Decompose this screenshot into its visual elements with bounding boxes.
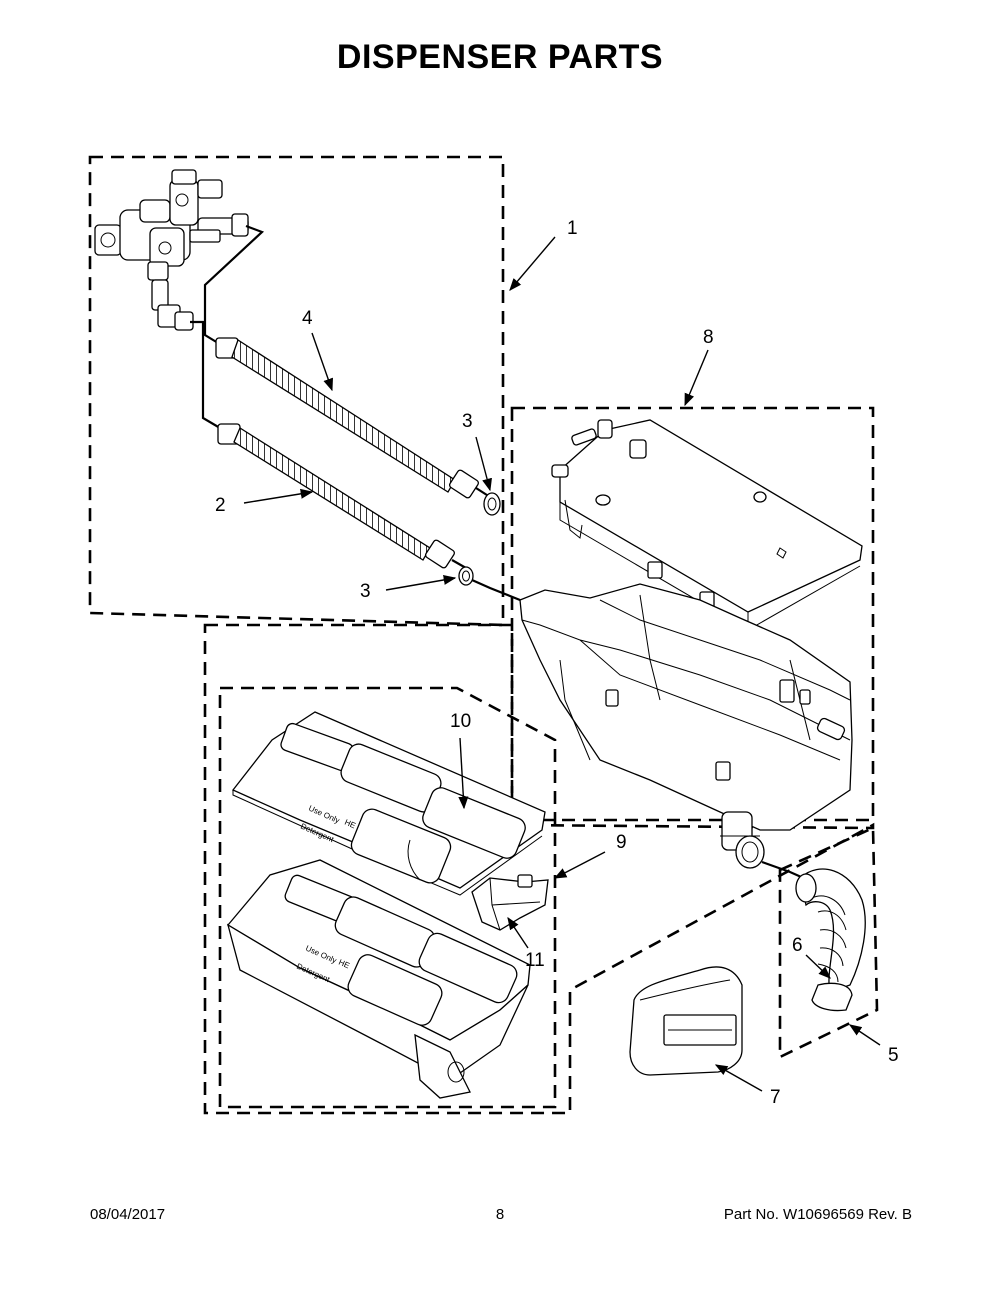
dispenser-cover — [551, 419, 863, 631]
clamp-3-lower — [458, 566, 474, 586]
callout-arrow-3-upper — [475, 436, 492, 492]
callout-11: 11 — [525, 950, 545, 971]
connector-line-dispenser — [471, 578, 521, 602]
callout-6: 6 — [792, 935, 803, 956]
drawer-handle-7 — [629, 966, 743, 1076]
drawer-9: Use Only HE Detergent — [226, 859, 531, 1099]
callout-1: 1 — [567, 218, 578, 239]
callout-8: 8 — [703, 327, 714, 348]
footer-date: 08/04/2017 — [90, 1206, 166, 1223]
callout-4: 4 — [302, 308, 313, 329]
he-logo-top: HE — [343, 818, 357, 831]
he-logo-bottom: HE — [337, 958, 351, 971]
hose-4 — [215, 337, 491, 499]
callout-arrow-6 — [805, 954, 831, 979]
connector-line-lower — [190, 320, 221, 429]
callout-arrow-4 — [311, 332, 334, 392]
callout-5: 5 — [888, 1045, 899, 1066]
group-box-1 — [88, 155, 505, 627]
callout-arrow-7 — [714, 1064, 763, 1092]
callout-3-upper: 3 — [462, 411, 473, 432]
callout-arrow-3-lower — [385, 574, 457, 591]
callout-arrow-2 — [243, 488, 314, 504]
callout-arrow-9 — [553, 851, 606, 879]
clamp-3-upper — [483, 492, 501, 516]
callout-arrow-8 — [684, 349, 709, 407]
bellows-hose-6 — [795, 868, 866, 1012]
callout-7: 7 — [770, 1087, 781, 1108]
callout-2: 2 — [215, 495, 226, 516]
callout-3-lower: 3 — [360, 581, 371, 602]
callout-arrow-5 — [848, 1024, 881, 1046]
drawer-insert-10: Use Only HE Detergent — [231, 711, 546, 896]
callout-9: 9 — [616, 832, 627, 853]
group-box-9-inner — [218, 686, 557, 1109]
footer-part-number: Part No. W10696569 Rev. B — [723, 1206, 912, 1223]
callout-10: 10 — [450, 711, 471, 732]
hose-2 — [217, 423, 467, 569]
page-title: DISPENSER PARTS — [336, 38, 664, 76]
callout-arrow-10 — [458, 737, 469, 810]
group-box-5 — [778, 826, 879, 1060]
footer-page-number: 8 — [495, 1206, 505, 1223]
connector-line-upper — [203, 224, 265, 344]
callout-arrow-1 — [509, 236, 556, 291]
dispenser-housing — [519, 583, 853, 869]
callout-arrow-11 — [507, 916, 529, 949]
inlet-valve — [94, 169, 249, 331]
siphon-cap-11 — [471, 874, 549, 931]
group-box-9-outer — [203, 623, 875, 1115]
